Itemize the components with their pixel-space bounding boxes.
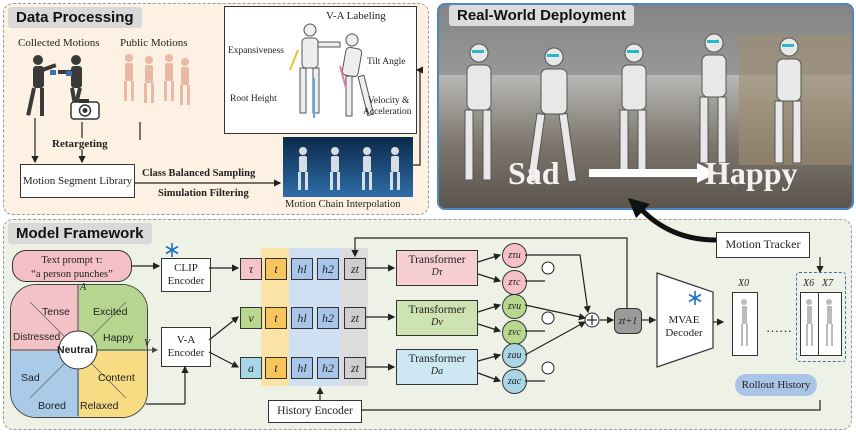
va-label-bored: Bored (38, 400, 67, 412)
transformer-a: Transformer Da (396, 349, 478, 385)
text-prompt-line1: Text prompt τ: (41, 255, 103, 266)
emotion-from-label: Sad (508, 155, 560, 191)
token-zt: zt (344, 307, 366, 329)
root-height-label: Root Height (230, 94, 277, 104)
token-v: v (240, 307, 262, 329)
token-tau: τ (240, 258, 262, 280)
rollout-history-badge: Rollout History (735, 374, 817, 396)
rollout-recent-highlight (796, 272, 846, 362)
motion-chain-interpolation-label: Motion Chain Interpolation (285, 199, 401, 210)
latent-z-v-u: zvu (502, 294, 527, 319)
latent-z-next: zt+1 (614, 308, 642, 334)
transformer-tau-label: Transformer (408, 254, 466, 266)
camera-icon (70, 99, 100, 120)
va-label-sad: Sad (21, 372, 40, 384)
real-world-deployment-panel (437, 3, 854, 210)
va-neutral: Neutral (57, 344, 94, 356)
acceleration-label: Acceleration (363, 107, 412, 117)
token-hl: hl (291, 357, 313, 379)
va-label-distressed: Distressed (13, 332, 61, 343)
va-labeling-robots (289, 23, 375, 118)
collected-motions-label: Collected Motions (18, 37, 100, 49)
history-encoder: History Encoder (268, 400, 362, 423)
model-framework-title: Model Framework (8, 223, 152, 244)
class-balanced-sampling-label: Class Balanced Sampling (142, 168, 256, 179)
clip-encoder: CLIP Encoder (161, 258, 211, 292)
mvae-decoder-label: MVAE Decoder (662, 314, 706, 340)
token-h2: h2 (317, 258, 339, 280)
va-label-tense: Tense (42, 306, 71, 318)
token-zt: zt (344, 357, 366, 379)
transformer-v-label: Transformer (408, 304, 466, 316)
token-a: a (240, 357, 262, 379)
transformer-tau-sub: Dτ (431, 267, 443, 279)
token-h2: h2 (317, 307, 339, 329)
rollout-x0-label: X0 (738, 278, 750, 289)
latent-z-tau-u: zτu (502, 243, 527, 268)
va-label-relaxed: Relaxed (80, 400, 119, 412)
transformer-tau: Transformer Dτ (396, 250, 478, 286)
token-zt: zt (344, 258, 366, 280)
snowflake-icon (165, 243, 179, 257)
rollout-x6-label: X6 (803, 278, 815, 289)
token-t: t (265, 357, 287, 379)
tilt-angle-label: Tilt Angle (367, 57, 406, 67)
data-processing-title: Data Processing (8, 7, 142, 28)
motion-chain-image (283, 137, 413, 197)
motion-segment-library: Motion Segment Library (20, 164, 135, 198)
rollout-x7-label: X7 (822, 278, 834, 289)
real-world-deployment-title: Real-World Deployment (449, 5, 634, 26)
transformer-v-sub: Dv (431, 317, 443, 329)
transformer-a-sub: Da (430, 366, 444, 378)
expansiveness-label: Expansiveness (228, 46, 284, 56)
token-t: t (265, 258, 287, 280)
public-motions-figures (124, 54, 190, 105)
va-axes (10, 284, 158, 416)
token-hl: hl (291, 307, 313, 329)
text-prompt: Text prompt τ: “a person punches” (12, 250, 132, 282)
va-labeling-title: V-A Labeling (326, 10, 386, 22)
va-label-happy: Happy (103, 332, 134, 344)
text-prompt-line2: “a person punches” (31, 268, 113, 280)
transformer-v: Transformer Dv (396, 300, 478, 336)
token-hl: hl (291, 258, 313, 280)
rollout-figures (741, 299, 833, 346)
latent-z-a-u: zau (502, 343, 527, 368)
token-t: t (265, 307, 287, 329)
public-motions-label: Public Motions (120, 37, 188, 49)
motion-tracker: Motion Tracker (716, 232, 810, 258)
va-label-excited: Excited (93, 306, 128, 318)
velocity-label: Velocity & (368, 96, 410, 106)
simulation-filtering-label: Simulation Filtering (158, 188, 249, 199)
token-h2: h2 (317, 357, 339, 379)
mvae-decoder-text: MVAE Decoder (665, 314, 703, 340)
retargeting-label: Retargeting (52, 138, 108, 150)
snowflake-icon (688, 291, 702, 305)
va-label-content: Content (98, 372, 135, 384)
va-labeling-box (224, 6, 417, 134)
transformer-a-label: Transformer (408, 353, 466, 365)
emotion-to-label: Happy (705, 155, 798, 191)
va-axis-v: V (144, 338, 151, 349)
va-encoder: V-A Encoder (161, 327, 211, 367)
va-axis-a: A (80, 282, 87, 293)
rollout-dots: …… (766, 320, 792, 335)
